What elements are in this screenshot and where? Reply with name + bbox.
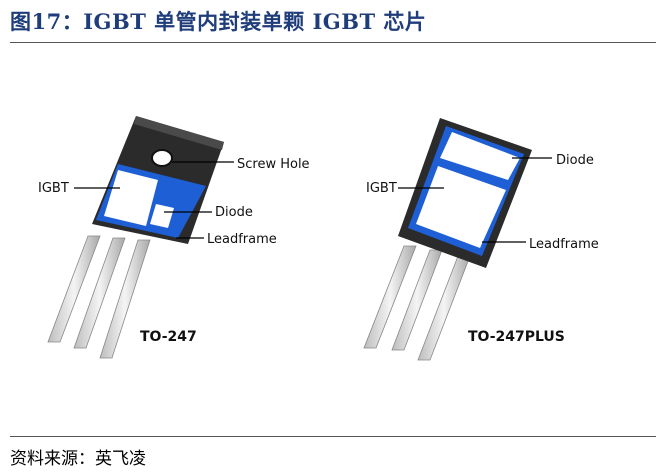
to247plus-label-diode: Diode bbox=[556, 153, 594, 168]
figure-title: 图17：IGBT 单管内封装单颗 IGBT 芯片 bbox=[10, 9, 427, 34]
to247-package: IGBT Screw Hole Diode Leadframe TO-247 bbox=[38, 116, 310, 359]
to247plus-pins bbox=[363, 245, 471, 361]
to247plus-igbt-chip bbox=[416, 166, 506, 248]
to247-screw-hole bbox=[151, 149, 173, 167]
to247-label-leadframe: Leadframe bbox=[207, 232, 277, 247]
top-rule bbox=[10, 42, 656, 43]
to247plus-label-leadframe: Leadframe bbox=[529, 237, 599, 252]
to247plus-package: IGBT Diode Leadframe TO-247PLUS bbox=[363, 118, 599, 361]
to247-label-screw-hole: Screw Hole bbox=[237, 157, 310, 172]
to247plus-package-name: TO-247PLUS bbox=[468, 329, 565, 345]
to247-package-name: TO-247 bbox=[140, 329, 197, 345]
to247plus-label-igbt: IGBT bbox=[366, 181, 397, 196]
to247-label-diode: Diode bbox=[215, 205, 253, 220]
to247-diode-chip bbox=[150, 204, 174, 228]
to247plus-diode-chip bbox=[440, 132, 520, 180]
to247-pins bbox=[47, 235, 151, 359]
figure-source: 资料来源：英飞凌 bbox=[10, 449, 146, 469]
bottom-rule bbox=[10, 436, 656, 437]
to247-igbt-chip bbox=[104, 170, 158, 226]
to247-label-igbt: IGBT bbox=[38, 181, 69, 196]
